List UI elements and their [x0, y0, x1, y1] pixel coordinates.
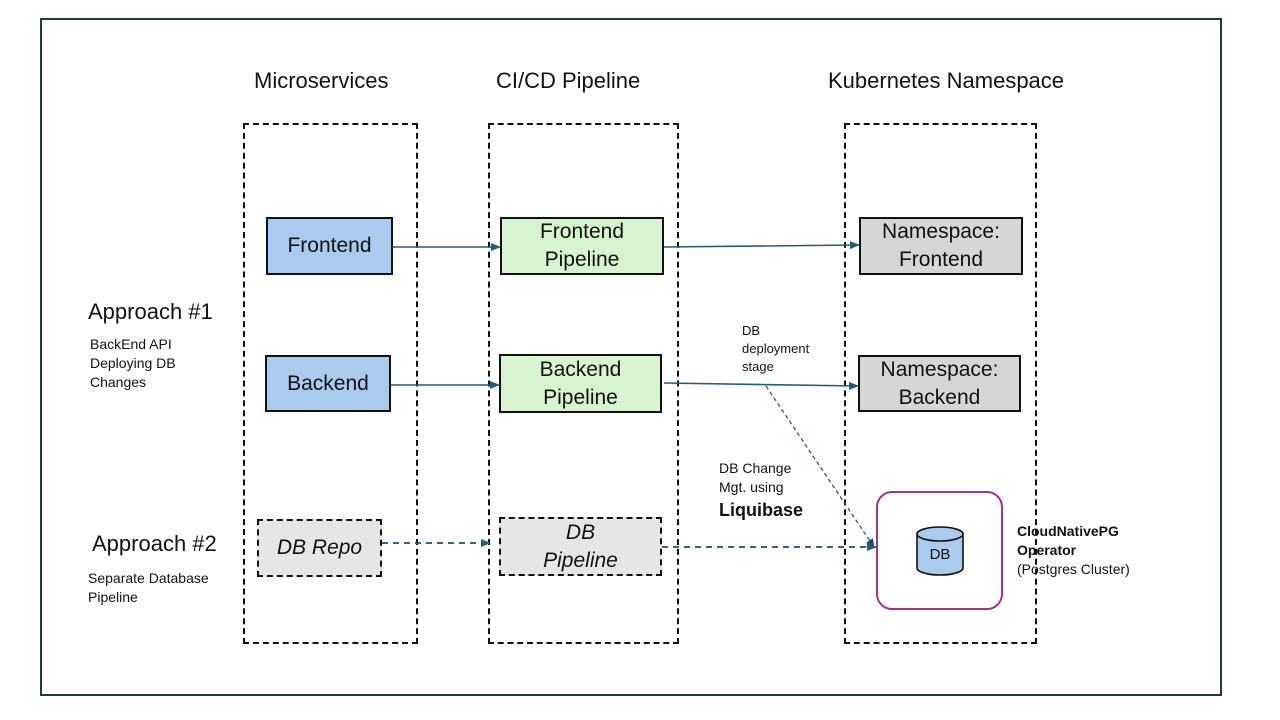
db-stage-dashed-arrow	[765, 385, 875, 548]
backend-pipeline-label-line: Backend	[539, 357, 622, 381]
approach-2-title: Approach #2	[92, 531, 217, 556]
lane-microservices	[243, 123, 418, 644]
operator-label-line: Operator	[1017, 542, 1077, 558]
namespace-backend-node[interactable]: Namespace: Backend	[858, 355, 1021, 412]
frontend-pipeline-node[interactable]: Frontend Pipeline	[500, 217, 664, 275]
backend-node[interactable]: Backend	[265, 355, 391, 412]
note-line: stage	[742, 359, 774, 374]
approach-2-desc-line: Separate Database	[88, 570, 209, 586]
diagram-frame	[40, 18, 1222, 696]
namespace-frontend-node[interactable]: Namespace: Frontend	[859, 217, 1023, 275]
db-pipeline-label-line: DB	[565, 520, 596, 544]
namespace-frontend-label-line: Frontend	[898, 248, 984, 271]
column-title-cicd: CI/CD Pipeline	[496, 68, 641, 93]
frontend-pipeline-label-line: Pipeline	[544, 248, 620, 271]
backend-pipeline-to-namespace-arrow	[663, 381, 859, 390]
namespace-backend-label-line: Namespace:	[880, 357, 999, 381]
note-line: deployment	[742, 341, 810, 356]
column-title-microservices: Microservices	[254, 68, 389, 93]
db-repo-node-label: DB Repo	[276, 536, 363, 559]
operator-label-line: (Postgres Cluster)	[1017, 561, 1130, 577]
backend-pipeline-label-line: Pipeline	[543, 385, 618, 409]
lane-kubernetes	[844, 123, 1037, 644]
column-title-kubernetes: Kubernetes Namespace	[828, 68, 1065, 93]
namespace-frontend-label-line: Namespace:	[882, 220, 1000, 243]
backend-pipeline-node[interactable]: Backend Pipeline	[499, 354, 662, 413]
note-line: DB Change	[719, 460, 792, 476]
db-pipeline-label-line: Pipeline	[543, 548, 618, 572]
approach-1-desc-line: Deploying DB	[90, 355, 176, 371]
approach-1-desc-line: Changes	[90, 374, 147, 390]
frontend-pipeline-to-namespace-arrow	[663, 241, 860, 250]
operator-label: CloudNativePG Operator (Postgres Cluster…	[1017, 522, 1130, 579]
namespace-backend-label-line: Backend	[898, 385, 981, 409]
operator-label-line: CloudNativePG	[1017, 523, 1119, 539]
approach-1-title: Approach #1	[88, 299, 213, 324]
frontend-node-label: Frontend	[287, 234, 372, 257]
liquibase-label: Liquibase	[719, 500, 804, 520]
db-cylinder-icon[interactable]: DB	[916, 526, 964, 576]
approach-2-desc-line: Pipeline	[88, 589, 138, 605]
db-repo-node[interactable]: DB Repo	[257, 519, 382, 577]
approach-2-description: Separate Database Pipeline	[88, 569, 209, 607]
frontend-pipeline-label-line: Frontend	[539, 220, 625, 243]
db-pipeline-node[interactable]: DB Pipeline	[499, 517, 662, 576]
approach-1-description: BackEnd API Deploying DB Changes	[90, 335, 176, 392]
db-cylinder-label: DB	[930, 546, 951, 563]
frontend-node[interactable]: Frontend	[266, 217, 393, 275]
note-line: DB	[742, 323, 761, 338]
approach-1-desc-line: BackEnd API	[90, 336, 172, 352]
backend-node-label: Backend	[287, 371, 369, 395]
db-change-mgmt-note: DB Change Mgt. using Liquibase	[719, 459, 803, 523]
db-deployment-stage-note: DB deployment stage	[742, 322, 809, 376]
note-line: Mgt. using	[719, 479, 784, 495]
